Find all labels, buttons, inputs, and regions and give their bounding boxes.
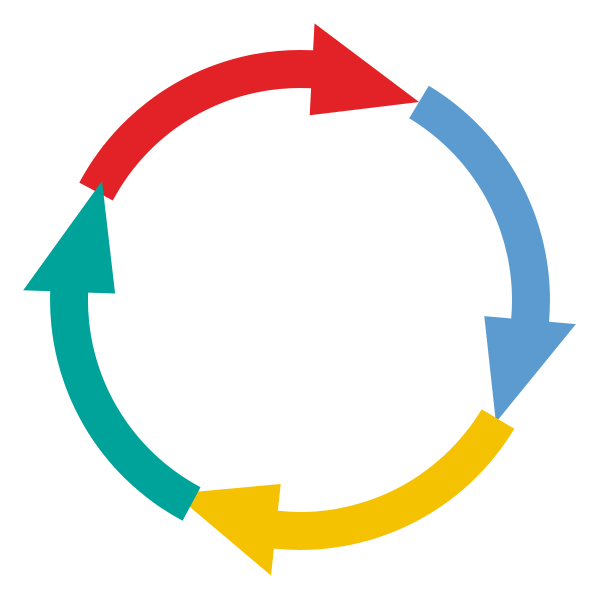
left-arrow (23, 181, 201, 521)
top-arrow (79, 23, 420, 201)
bottom-arrow (174, 409, 515, 576)
right-arrow (409, 85, 576, 423)
arrows-group (23, 23, 576, 576)
